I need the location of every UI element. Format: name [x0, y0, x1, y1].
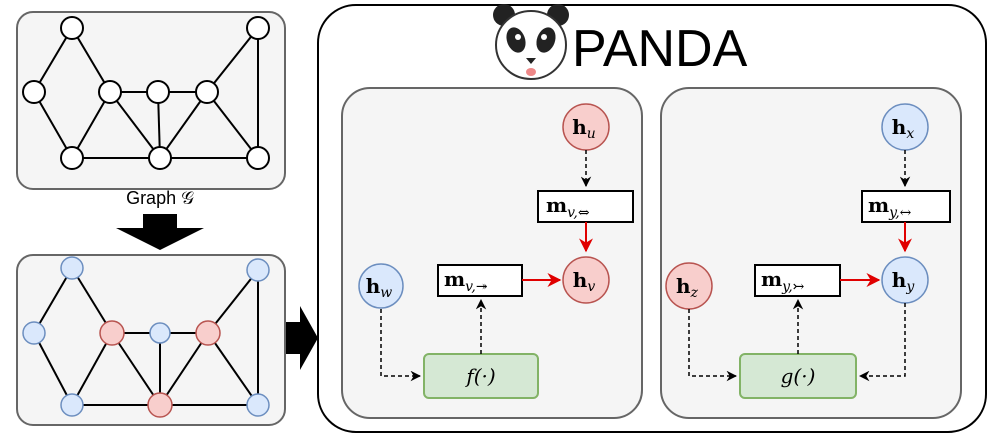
graph-node-blue: [60, 256, 84, 280]
node-h-u-sub: u: [587, 126, 596, 142]
graph-node: [60, 16, 84, 40]
graph-node-red: [147, 392, 173, 418]
graph-node: [246, 16, 270, 40]
message-box-top-right: [861, 190, 951, 223]
graph-node: [246, 146, 270, 170]
node-h-w-label: hw: [366, 274, 393, 301]
node-h-v: [562, 256, 610, 304]
node-h-v-label: hv: [573, 268, 596, 295]
colored-graph: [16, 254, 286, 426]
function-f-label: f(·): [464, 364, 495, 388]
node-h-z-sub: z: [690, 285, 699, 301]
graph-node: [195, 80, 219, 104]
panda-icon: [493, 4, 569, 80]
message-top-sub: v,⇔: [567, 205, 590, 221]
node-h-v-sub: v: [587, 279, 595, 295]
edge-y-to-g: [858, 303, 906, 382]
message-top-right-label: my,↔: [868, 193, 912, 221]
graph-caption: Graph 𝒢: [126, 188, 194, 208]
message-side-right-label: my,↣: [761, 267, 805, 295]
right-subpanel-box: [660, 87, 962, 419]
panda-title: PANDA: [572, 20, 748, 78]
input-graph: [16, 11, 286, 190]
edge-z-to-g: [688, 309, 738, 382]
graph-node-blue: [149, 322, 171, 344]
message-box-side: [437, 264, 523, 297]
message-side-right-sub: y,↣: [781, 279, 805, 295]
node-h-x-label: hx: [892, 115, 915, 142]
edge-w-to-f: [380, 309, 422, 382]
arrow-right-icon: [286, 306, 318, 370]
node-h-u-label: hu: [572, 115, 596, 142]
message-side-label: mv,↠: [444, 267, 488, 295]
left-subpanel: hu mv,⇔ hv mv,↠ hw f(·): [341, 87, 643, 419]
graph-node-red: [195, 320, 221, 346]
function-g-label: g(·): [781, 364, 816, 388]
graph-node: [22, 80, 46, 104]
node-h-z-label: hz: [676, 274, 699, 301]
arrow-down-icon: [116, 214, 204, 250]
message-top-label: mv,⇔: [546, 193, 590, 221]
colored-graph-edges: [33, 267, 259, 406]
message-side-sub: v,↠: [465, 279, 488, 295]
node-h-y-label: hy: [892, 268, 916, 295]
left-subpanel-box: [341, 87, 643, 419]
node-h-w-sub: w: [380, 285, 392, 301]
graph-node-blue: [246, 393, 270, 417]
graph-node-red: [99, 320, 125, 346]
graph-node: [60, 146, 84, 170]
colored-graph-nodes: [22, 256, 270, 418]
graph-node-blue: [246, 258, 270, 282]
graph-node: [148, 146, 172, 170]
graph-node: [146, 80, 170, 104]
message-top-right-sub: y,↔: [888, 205, 912, 221]
graph-node: [98, 80, 122, 104]
input-graph-nodes: [22, 16, 270, 170]
graph-node-blue: [60, 393, 84, 417]
right-subpanel: hx my,↔ hy my,↣ hz g(·): [660, 87, 962, 419]
graph-node-blue: [22, 321, 46, 345]
node-h-w: [358, 263, 404, 309]
node-h-y-sub: y: [905, 279, 915, 295]
node-h-x-sub: x: [906, 126, 914, 142]
